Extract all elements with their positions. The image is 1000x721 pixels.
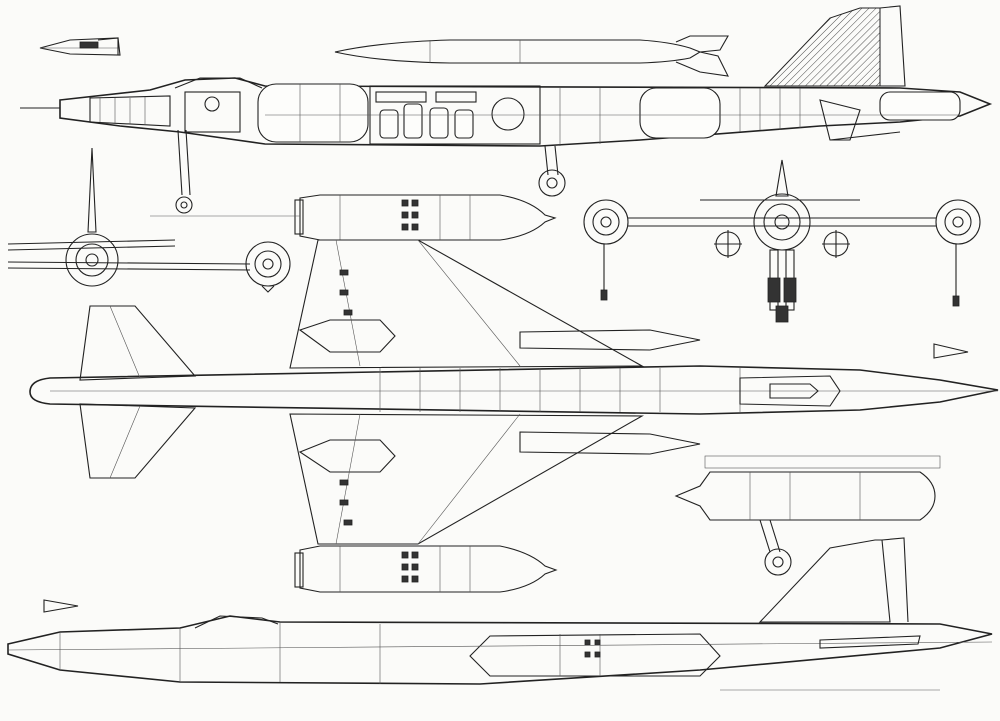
top-view-missile	[334, 35, 729, 77]
nacelle-upper	[150, 194, 557, 241]
side-view-cutaway	[20, 5, 993, 214]
plan-view	[29, 239, 999, 545]
side-view-bottom	[7, 537, 993, 691]
nose-detail-top	[39, 37, 121, 56]
front-view-large	[583, 159, 981, 323]
front-view-small	[7, 147, 291, 293]
nacelle-detail	[674, 455, 941, 576]
nacelle-lower	[294, 545, 558, 593]
